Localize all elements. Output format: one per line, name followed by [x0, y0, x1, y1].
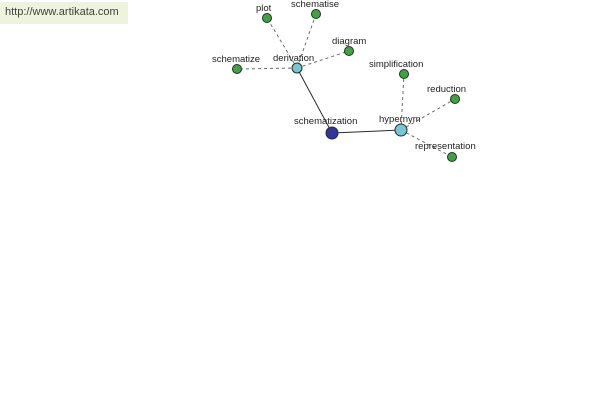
- node-label-representation[interactable]: representation: [415, 141, 476, 152]
- node-label-hypernym[interactable]: hypernym: [379, 114, 421, 125]
- node-label-plot[interactable]: plot: [256, 3, 272, 14]
- node-label-diagram[interactable]: diagram: [332, 36, 366, 47]
- node-schematise[interactable]: [311, 9, 321, 19]
- edge-hypernym-representation: [400, 129, 453, 158]
- node-plot[interactable]: [262, 13, 272, 23]
- node-label-derivation[interactable]: derivation: [273, 53, 314, 64]
- node-schematization[interactable]: [325, 126, 339, 140]
- url-label: http://www.artikata.com: [0, 2, 128, 24]
- edge-derivation-schematize: [236, 67, 298, 70]
- node-representation[interactable]: [447, 152, 457, 162]
- node-diagram[interactable]: [344, 46, 354, 56]
- edge-derivation-plot: [266, 17, 298, 69]
- edge-hypernym-reduction: [400, 98, 456, 131]
- node-simplification[interactable]: [399, 69, 409, 79]
- node-reduction[interactable]: [450, 94, 460, 104]
- node-schematize[interactable]: [232, 64, 242, 74]
- node-label-reduction[interactable]: reduction: [427, 84, 466, 95]
- edge-schematization-hypernym: [331, 129, 402, 134]
- node-label-schematise[interactable]: schematise: [291, 0, 339, 10]
- node-label-schematization[interactable]: schematization: [294, 116, 357, 127]
- node-label-simplification[interactable]: simplification: [369, 59, 423, 70]
- node-hypernym[interactable]: [394, 123, 408, 137]
- node-derivation[interactable]: [291, 62, 303, 74]
- node-label-schematize[interactable]: schematize: [212, 54, 260, 65]
- edge-schematization-derivation: [296, 67, 333, 134]
